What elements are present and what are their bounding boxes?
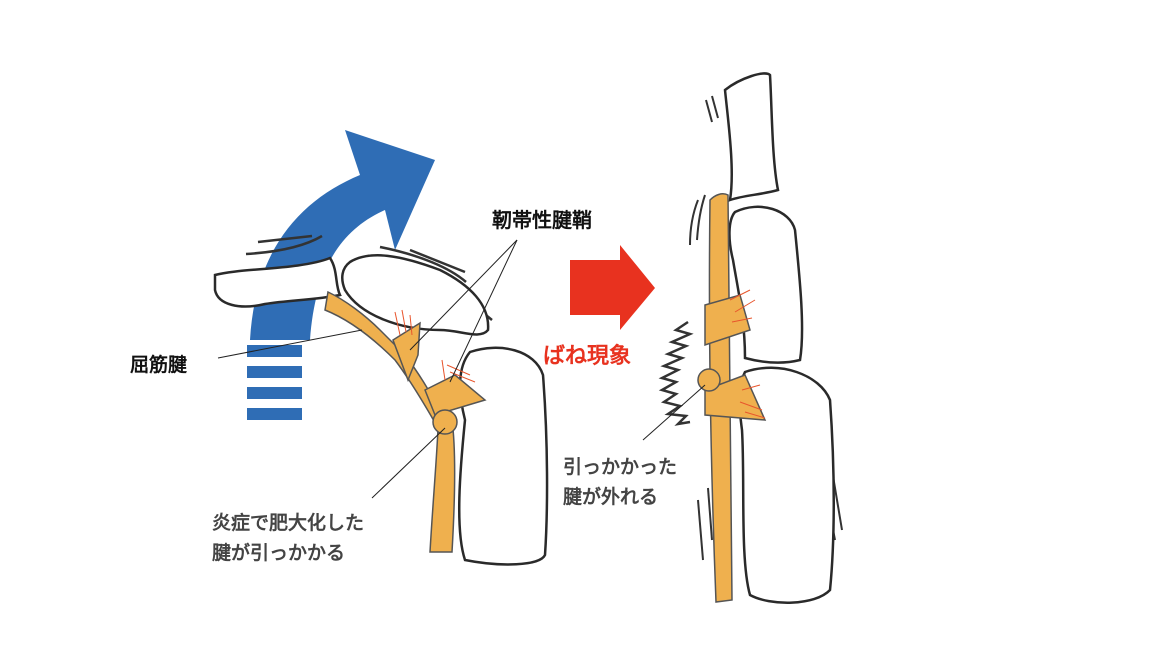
pulley-a1-right: [704, 374, 767, 421]
right-caption: 引っかかった 腱が外れる: [563, 452, 677, 512]
fibers-left: [394, 309, 476, 383]
ligament-sheath-label: 靭帯性腱鞘: [492, 208, 592, 232]
fibers-right: [729, 289, 766, 419]
left-caption-line-1: 炎症で肥大化した: [212, 512, 365, 534]
right-caption-line-1: 引っかかった: [563, 456, 678, 478]
middle-phalanx-left: [341, 254, 490, 336]
distal-phalanx-right: [723, 72, 780, 202]
nodule-left: [432, 409, 458, 435]
flexor-tendon-label: 屈筋腱: [130, 354, 188, 376]
motion-lines-left: [245, 234, 493, 321]
left-caption: 炎症で肥大化した 腱が引っかかる: [212, 508, 364, 568]
nodule-right: [697, 368, 721, 392]
tendon-right: [697, 193, 767, 603]
tendon-left: [324, 290, 487, 553]
right-caption-line-2: 腱が外れる: [563, 486, 659, 508]
distal-phalanx-left: [213, 256, 342, 308]
leader-lines-left: [217, 239, 518, 499]
left-caption-line-2: 腱が引っかかる: [212, 542, 346, 564]
middle-phalanx-right: [728, 205, 804, 364]
bones-right: [723, 72, 835, 604]
spring-icon: [658, 320, 694, 426]
leader-line-right: [642, 384, 706, 441]
spring-phenomenon-label: ばね現象: [543, 344, 632, 369]
proximal-phalanx-right: [738, 366, 835, 604]
proximal-phalanx-left: [457, 346, 549, 566]
transition-arrow: [570, 245, 655, 330]
pulley-a2-right: [704, 294, 751, 347]
bones-left: [213, 254, 549, 566]
